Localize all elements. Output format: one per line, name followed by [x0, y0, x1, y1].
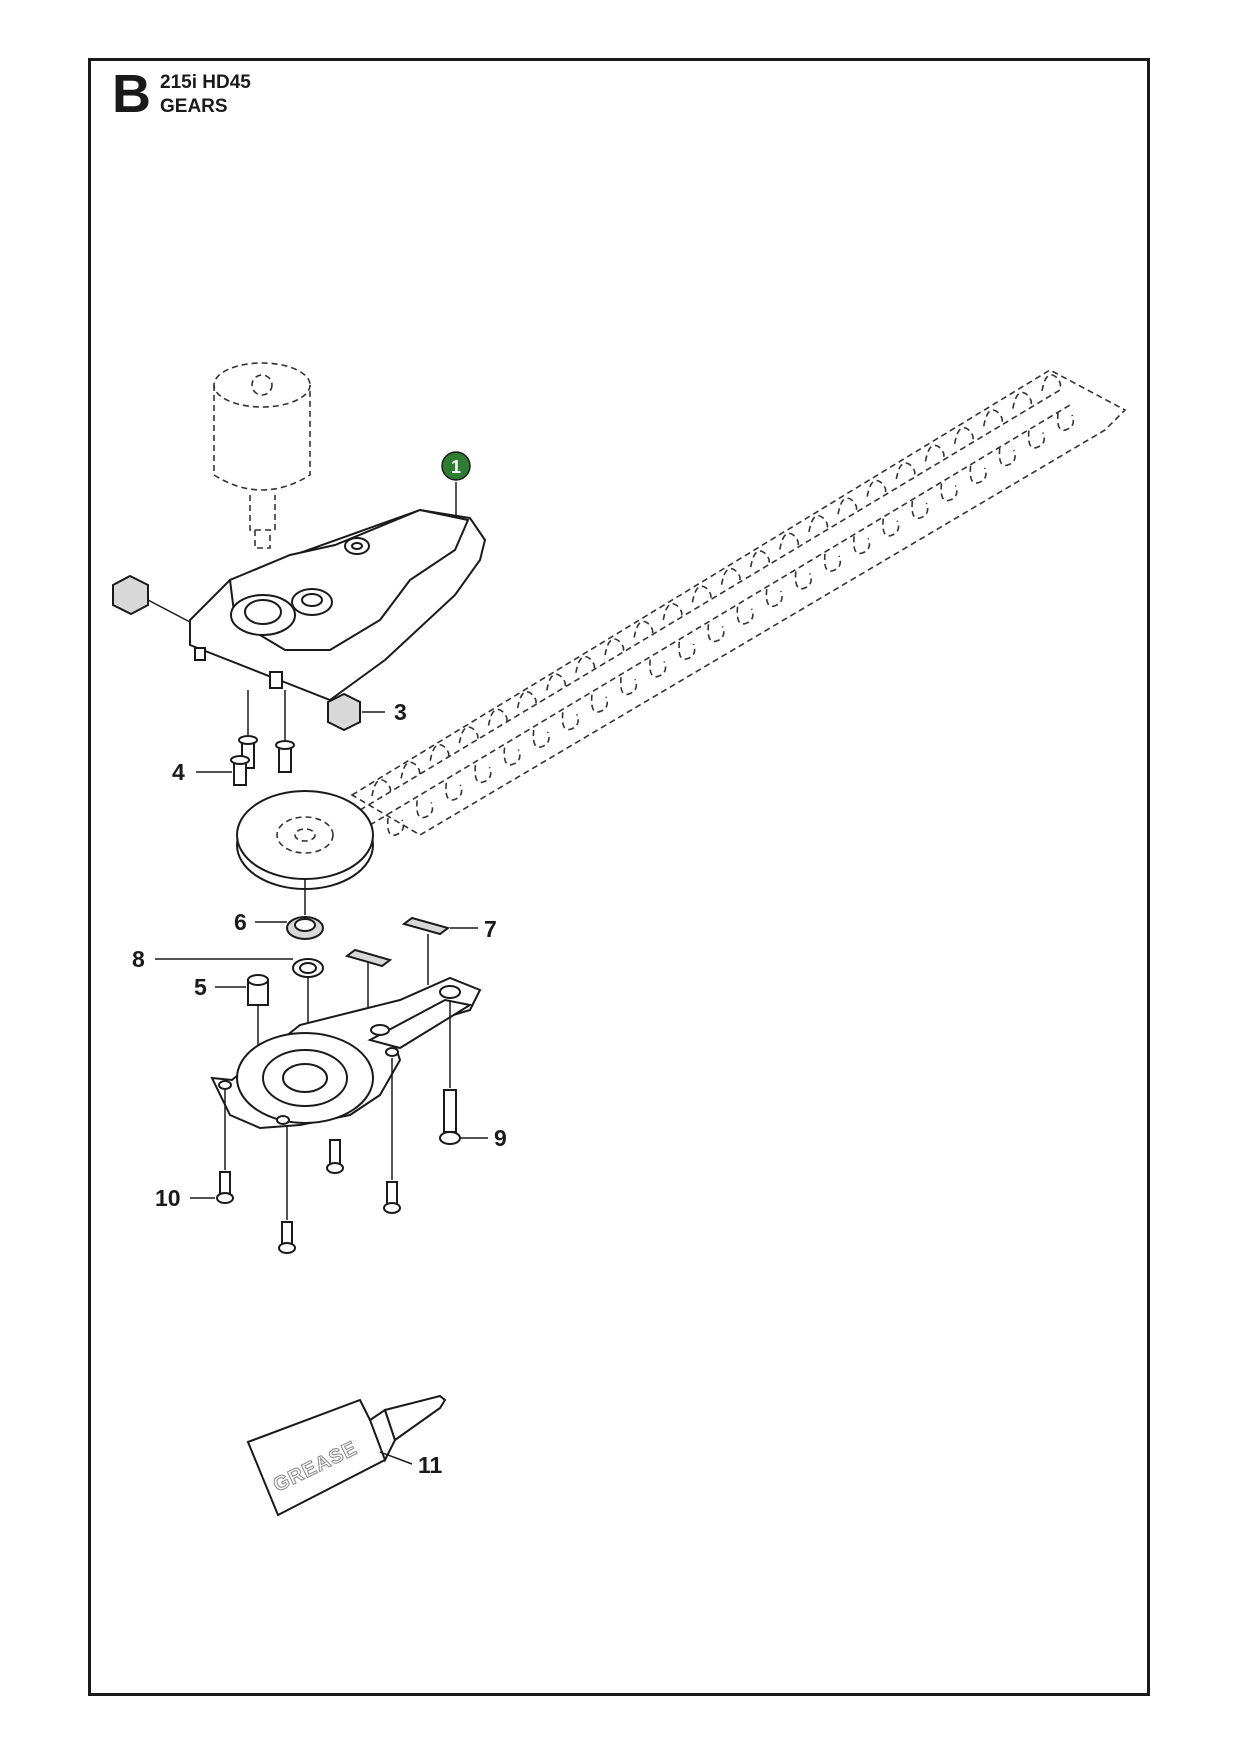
callout-9-label: 9: [494, 1125, 507, 1151]
gear-housing: [189, 508, 487, 702]
model-name: 215i HD45: [160, 72, 251, 93]
blade-tooth-upper: [429, 743, 450, 761]
blade-tooth-lower: [853, 536, 871, 555]
callout-1-label: 1: [451, 457, 461, 477]
blade-tooth-upper: [1012, 391, 1033, 409]
grease-tube: GREASE: [246, 1394, 447, 1517]
blade-tooth-upper: [371, 779, 392, 797]
blade-tooth-upper: [662, 602, 683, 621]
blade-tooth-upper: [458, 726, 479, 744]
blade-tooth-lower: [1027, 430, 1045, 449]
blade-tooth-lower: [940, 483, 958, 502]
screw-9: [439, 1000, 488, 1145]
callout-11-label: 11: [418, 1452, 443, 1478]
large-gear: [236, 790, 374, 915]
blade-tooth-lower: [445, 782, 463, 801]
screws-10: [190, 1058, 401, 1254]
callout-6-label: 6: [234, 909, 247, 935]
lower-housing: [210, 976, 482, 1130]
blade-tooth-upper: [691, 585, 712, 603]
blade-tooth-lower: [911, 500, 929, 520]
callout-7-label: 7: [484, 916, 497, 942]
blade-tooth-upper: [633, 620, 654, 638]
bearing-6: [255, 916, 324, 940]
blade-tooth-upper: [1041, 374, 1062, 392]
blade-tooth-upper: [575, 655, 596, 673]
callout-3-label: 3: [394, 699, 407, 725]
callout-4-label: 4: [172, 759, 185, 785]
page-title: GEARS: [160, 96, 228, 117]
blade-tooth-lower: [736, 606, 754, 625]
blade-tooth-upper: [400, 761, 421, 779]
blade-tooth-lower: [474, 765, 492, 784]
blade-tooth-lower: [561, 712, 579, 731]
callout-10-label: 10: [155, 1185, 181, 1211]
blade-tooth-upper: [837, 497, 858, 515]
blade-tooth-upper: [487, 708, 508, 726]
blade-tooth-lower: [590, 694, 609, 713]
blade-tooth-lower: [998, 448, 1016, 467]
blade-tooth-upper: [720, 567, 741, 585]
blade-tooth-lower: [386, 817, 405, 837]
blade-tooth-lower: [794, 571, 812, 590]
blade-tooth-lower: [416, 800, 434, 819]
blade-tooth-lower: [503, 747, 521, 766]
blade-tooth-upper: [982, 409, 1004, 427]
blade-tooth-upper: [866, 479, 887, 497]
section-letter: B: [112, 64, 151, 124]
blade-tooth-upper: [604, 638, 625, 656]
blade-tooth-lower: [532, 729, 550, 749]
blade-tooth-upper: [924, 444, 945, 462]
nut-block-left: [112, 574, 191, 623]
blade-phantom: [350, 369, 1127, 837]
blade-tooth-lower: [765, 589, 783, 608]
screws-4: [196, 690, 295, 786]
callout-8-label: 8: [132, 946, 145, 972]
motor-phantom: [213, 362, 311, 549]
drawing-frame: [88, 58, 1150, 1696]
blade-tooth-lower: [882, 518, 900, 537]
blade-tooth-upper: [516, 691, 537, 709]
blade-tooth-upper: [808, 514, 829, 533]
blade-tooth-upper: [749, 550, 770, 568]
blade-tooth-lower: [649, 659, 667, 678]
blade-tooth-lower: [823, 553, 842, 572]
blade-tooth-upper: [779, 532, 800, 550]
blade-tooth-lower: [619, 677, 638, 696]
blade-tooth-upper: [545, 673, 567, 691]
keys-7: [344, 916, 478, 1015]
callout-5-label: 5: [194, 974, 207, 1000]
blade-tooth-upper: [895, 462, 916, 480]
blade-tooth-lower: [678, 641, 696, 660]
blade-tooth-lower: [969, 465, 987, 484]
callout-1: 1: [441, 451, 471, 518]
blade-tooth-lower: [707, 624, 725, 643]
nut-block-3: [327, 692, 385, 732]
blade-tooth-lower: [1056, 412, 1075, 432]
blade-tooth-upper: [953, 426, 974, 444]
